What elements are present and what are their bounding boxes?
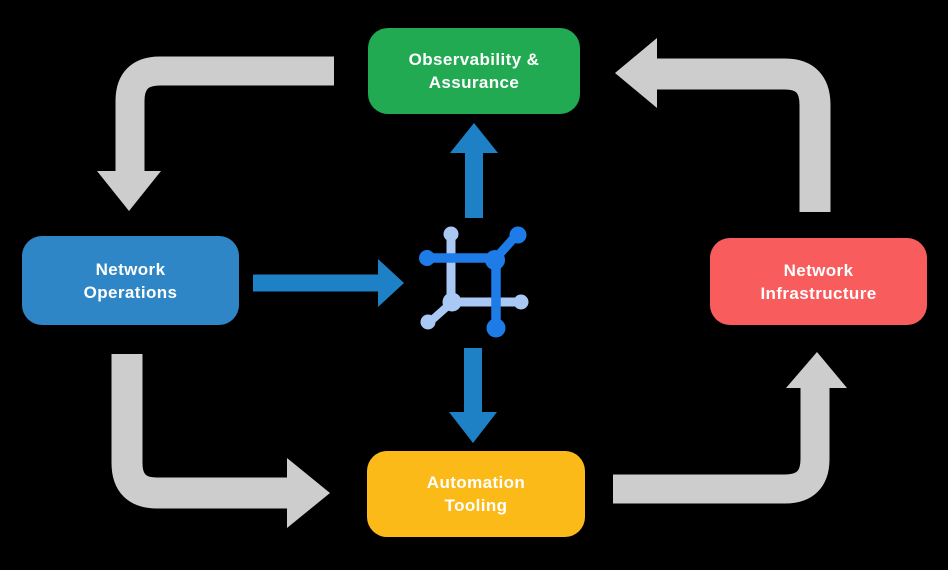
flow-arrow-bottom-right (613, 352, 847, 504)
node-automation-label-line2: Tooling (444, 496, 508, 515)
icon-light-corner-joint (442, 292, 462, 312)
data-arrow-down (449, 348, 497, 443)
node-observability-label-line2: Assurance (428, 73, 520, 92)
data-arrow-right (253, 259, 404, 307)
node-observability-label-line1: Observability & (408, 50, 540, 69)
flow-arrow-top-left-shaft (115, 56, 334, 172)
data-arrow-down-head (449, 412, 497, 443)
node-automation-label-line1: Automation (426, 473, 526, 492)
node-operations-label-line1: Network (95, 259, 166, 279)
node-infrastructure-label-line2: Infrastructure (760, 283, 877, 303)
data-arrow-up-head (450, 123, 498, 153)
icon-dark-dot-bottom (486, 318, 506, 338)
node-network-operations: Network Operations (22, 236, 239, 325)
flow-arrow-bottom-left (111, 354, 330, 528)
network-node-icon (419, 226, 529, 338)
flow-arrow-bottom-right-shaft (613, 388, 830, 504)
icon-light-dot-bottom-left (420, 314, 436, 330)
node-automation-tooling: Automation Tooling (367, 451, 585, 537)
node-infrastructure-label-line1: Network (783, 260, 854, 280)
data-arrow-up (450, 123, 498, 218)
flow-arrow-top-right-shaft (657, 58, 831, 212)
flow-arrow-top-right (615, 38, 831, 212)
icon-light-dot-right (513, 294, 529, 310)
icon-dark-dot-top-right (509, 226, 527, 244)
flow-arrow-top-left-head (97, 171, 161, 211)
flow-arrow-bottom-right-head (786, 352, 847, 388)
icon-dark-dot-left (419, 250, 435, 266)
flow-arrow-bottom-left-head (287, 458, 330, 528)
node-observability-assurance: Observability & Assurance (368, 28, 580, 114)
flow-arrow-top-left (97, 56, 334, 211)
flow-arrow-bottom-left-shaft (111, 354, 288, 509)
flow-arrow-top-right-head (615, 38, 657, 108)
data-arrow-right-head (378, 259, 404, 307)
icon-light-dot-top (443, 226, 459, 242)
node-operations-label-line2: Operations (83, 282, 178, 302)
node-network-infrastructure: Network Infrastructure (710, 238, 927, 325)
icon-dark-corner-joint (485, 250, 505, 270)
